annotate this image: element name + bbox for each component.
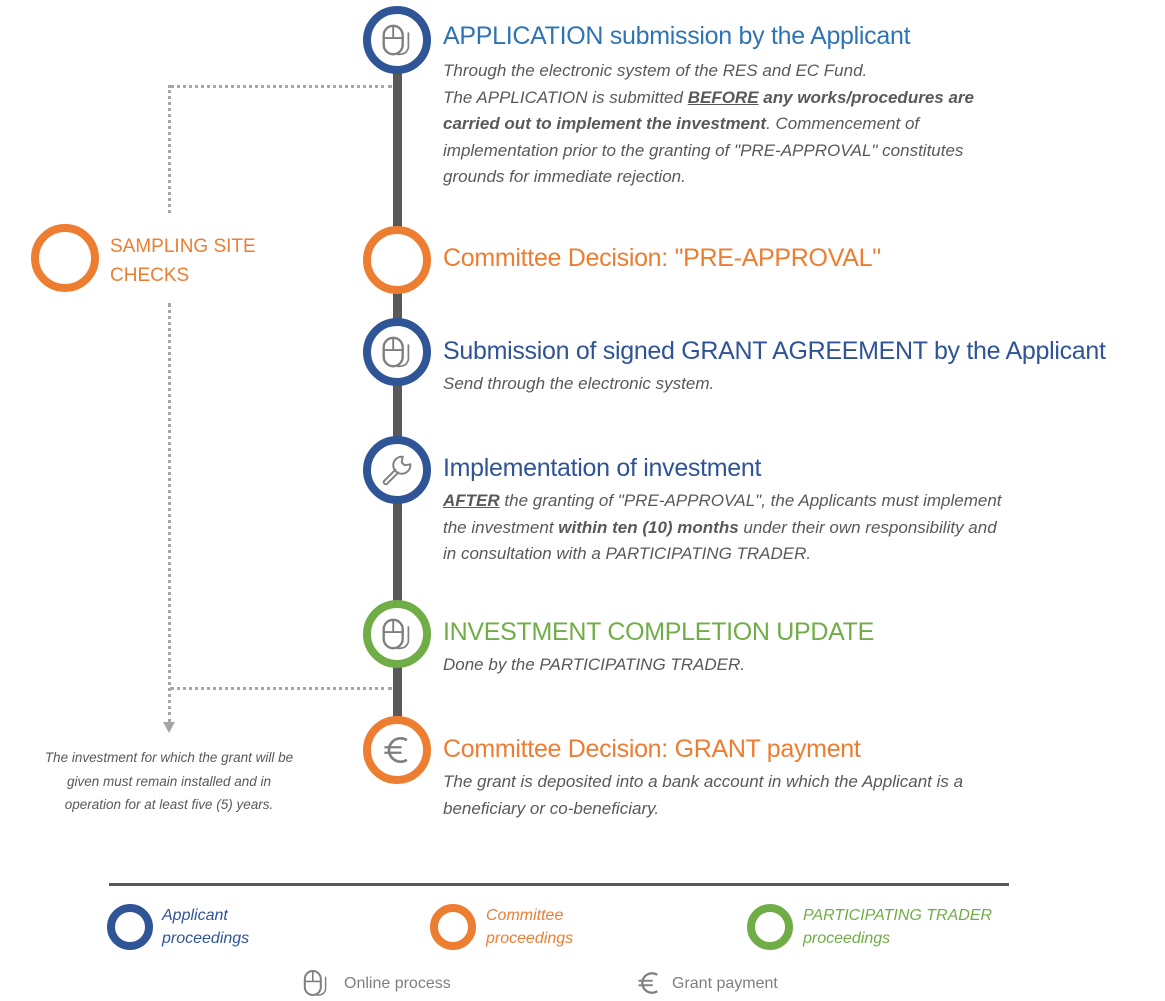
body-text: .	[740, 655, 746, 674]
mouse-icon	[300, 966, 332, 1000]
applicant-ring-icon	[107, 904, 153, 950]
arrow-down-icon	[163, 722, 175, 733]
step-grant-payment-body: The grant is deposited into a bank accou…	[443, 769, 963, 822]
step-grant-payment-ring	[363, 716, 431, 784]
body-text: Done by the	[443, 655, 540, 674]
sampling-connector-bottom	[170, 687, 392, 690]
body-line: Through the electronic system of the RES…	[443, 61, 868, 80]
body-text: The APPLICATION is submitted	[443, 87, 688, 107]
euro-icon	[634, 968, 664, 998]
sampling-site-checks-label: SAMPLING SITE CHECKS	[110, 232, 256, 290]
body-bold: within ten (10) months	[558, 517, 739, 537]
step-pre-approval-ring	[363, 226, 431, 294]
legend-text: Committee	[486, 907, 564, 924]
step-implementation-body: AFTER the granting of "PRE-APPROVAL", th…	[443, 488, 1002, 568]
legend-text: Applicant	[162, 907, 228, 924]
step-application-body: Through the electronic system of the RES…	[443, 58, 974, 191]
body-text: under their own responsibility and	[738, 517, 997, 537]
euro-icon	[379, 732, 415, 768]
body-caps: PARTICIPATING TRADER	[539, 655, 741, 674]
step-grant-agreement-body: Send through the electronic system.	[443, 371, 714, 398]
body-text: in consultation with a	[443, 544, 606, 563]
body-bold: carried out to implement the investment	[443, 114, 767, 133]
step-implementation-title: Implementation of investment	[443, 454, 762, 482]
note-line-3: operation for at least five (5) years.	[64, 797, 274, 812]
sampling-line-1: SAMPLING SITE	[110, 236, 256, 257]
duration-note: The investment for which the grant will …	[10, 746, 328, 817]
body-line: grounds for immediate rejection.	[443, 167, 686, 186]
step-grant-agreement-title: Submission of signed GRANT AGREEMENT by …	[443, 337, 1106, 365]
sampling-ring-icon	[31, 224, 99, 292]
body-bold: any works/procedures are	[758, 87, 974, 107]
legend-trader: PARTICIPATING TRADER proceedings	[803, 904, 992, 950]
body-line: Send through the electronic system.	[443, 374, 715, 393]
body-line: The grant is deposited into a bank accou…	[443, 772, 964, 791]
sampling-connector-top	[170, 85, 392, 88]
mouse-icon	[378, 333, 416, 371]
body-emphasis: AFTER	[443, 491, 500, 510]
sampling-connector-top-vertical	[168, 85, 171, 213]
legend-text: PARTICIPATING TRADER	[803, 907, 993, 924]
step-completion-title: INVESTMENT COMPLETION UPDATE	[443, 618, 875, 646]
step-implementation-ring	[363, 436, 431, 504]
body-line: implementation prior to the granting of …	[443, 140, 964, 160]
trader-ring-icon	[747, 904, 793, 950]
body-emphasis: BEFORE	[687, 87, 759, 107]
step-grant-agreement-ring	[363, 318, 431, 386]
sampling-connector-bottom-vertical	[168, 303, 171, 723]
step-completion-ring	[363, 600, 431, 668]
legend-committee: Committee proceedings	[486, 904, 573, 950]
body-caps: PARTICIPATING TRADER	[605, 544, 807, 563]
legend-text: proceedings	[486, 930, 574, 947]
body-line: beneficiary or co-beneficiary.	[443, 798, 660, 818]
body-text: . Commencement of	[766, 114, 920, 133]
note-line-2: given must remain installed and in	[66, 773, 272, 789]
legend-grant-payment: Grant payment	[672, 975, 778, 992]
step-completion-body: Done by the PARTICIPATING TRADER.	[443, 652, 745, 679]
committee-ring-icon	[430, 904, 476, 950]
mouse-icon	[378, 615, 416, 653]
body-text: the granting of "PRE-APPROVAL", the Appl…	[499, 491, 1002, 510]
step-pre-approval-title: Committee Decision: "PRE-APPROVAL"	[443, 244, 881, 272]
mouse-icon	[378, 21, 416, 59]
step-grant-payment-title: Committee Decision: GRANT payment	[443, 735, 861, 763]
legend-applicant: Applicant proceedings	[162, 904, 249, 950]
legend-text: proceedings	[803, 930, 891, 947]
step-application-ring	[363, 6, 431, 74]
timeline-spine	[393, 40, 402, 752]
legend-online-process: Online process	[344, 975, 451, 992]
body-text: the investment	[443, 517, 559, 537]
step-application-title: APPLICATION submission by the Applicant	[443, 22, 911, 50]
wrench-icon	[378, 451, 416, 489]
sampling-line-2: CHECKS	[110, 265, 190, 286]
note-line-1: The investment for which the grant will …	[44, 750, 294, 765]
legend-divider	[109, 883, 1009, 886]
legend-text: proceedings	[162, 930, 250, 947]
body-text: .	[806, 544, 812, 563]
